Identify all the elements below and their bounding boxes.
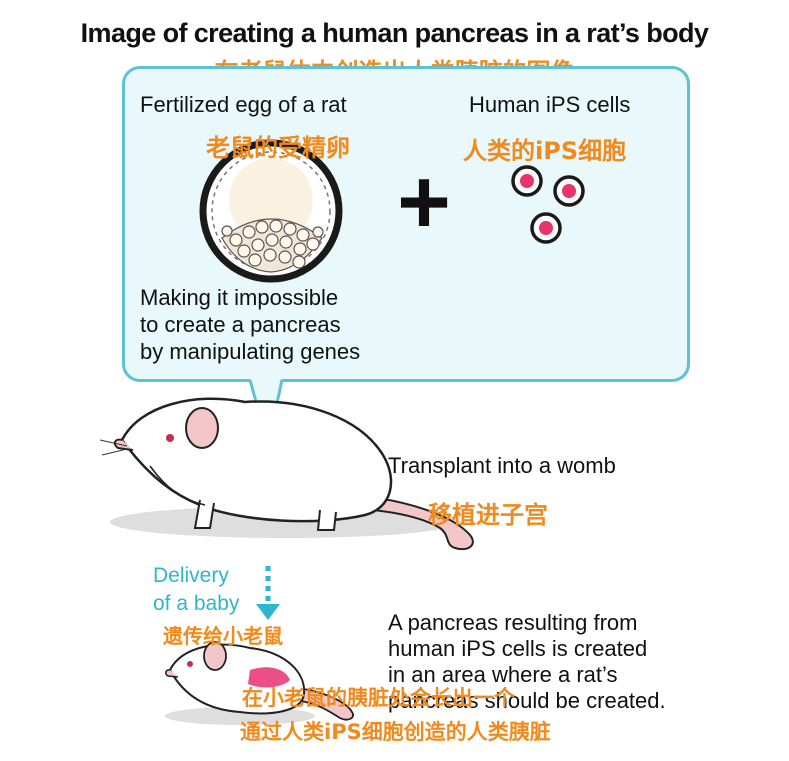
transplant-label: Transplant into a womb [388,453,616,478]
result-text-line3: in an area where a rat’s [388,662,618,687]
fertilized-egg-icon [199,139,343,283]
result-text-zh-line1: 在小老鼠的胰脏处会长出一个 [242,686,515,710]
baby-rat-icon [165,641,354,725]
ips-label-zh: 人类的iPS细胞 [463,137,627,165]
ips-label: Human iPS cells [469,92,631,117]
plus-sign: + [397,151,451,253]
transplant-label-zh: 移植进子宫 [428,501,548,529]
result-text-line4: pancreas should be created. [388,688,666,713]
result-text-zh-line2: 通过人类iPS细胞创造的人类胰脏 [240,720,551,744]
result-text-line2: human iPS cells is created [388,636,648,661]
diagram-title: Image of creating a human pancreas in a … [80,18,709,48]
ips-cells-icon [511,165,585,244]
delivery-arrow-icon [256,566,280,620]
manipulation-text-line1: Making it impossible [140,285,339,310]
manipulation-text-line2: to create a pancreas [140,312,341,337]
delivery-label-line1: Delivery [153,564,229,587]
delivery-label-line2: of a baby [153,592,240,615]
manipulation-text-line3: by manipulating genes [140,339,361,364]
result-text-line1: A pancreas resulting from [388,610,638,635]
pancreas-icon [248,667,290,688]
adult-rat-icon [99,397,474,551]
egg-label-zh: 老鼠的受精卵 [206,134,350,162]
delivery-label-zh: 遗传给小老鼠 [163,624,283,648]
egg-label: Fertilized egg of a rat [140,92,347,117]
